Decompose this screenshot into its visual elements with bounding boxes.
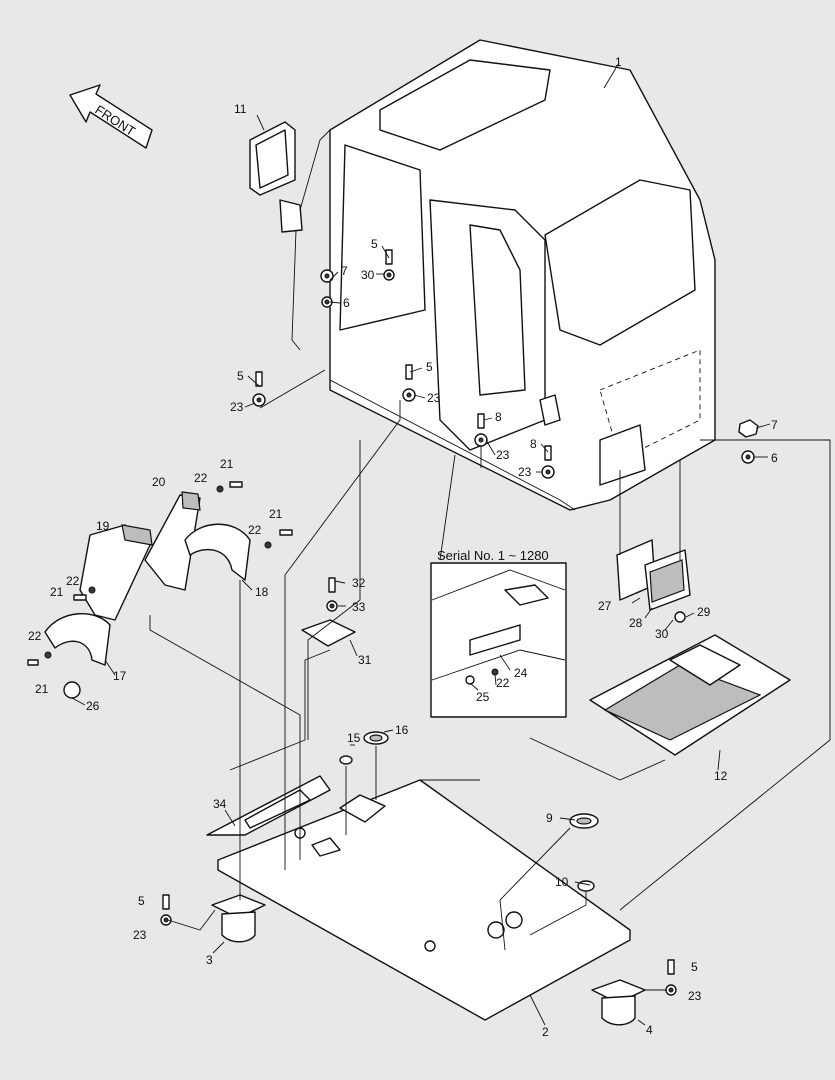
callout-5-d: 5 xyxy=(138,894,145,908)
cab-frame xyxy=(329,39,716,511)
callout-27: 27 xyxy=(598,599,612,613)
callout-23-a: 23 xyxy=(230,400,244,414)
center-bracket xyxy=(301,577,356,647)
callout-23-c: 23 xyxy=(496,448,510,462)
callout-6-a: 6 xyxy=(343,296,350,310)
serial-caption: Serial No. 1 ~ 1280 xyxy=(437,548,549,563)
callout-7-b: 7 xyxy=(771,418,778,432)
callout-22-d: 22 xyxy=(28,629,42,643)
callout-1: 1 xyxy=(615,55,622,69)
callout-32: 32 xyxy=(352,576,366,590)
callout-22-e: 22 xyxy=(496,676,510,690)
callout-22-c: 22 xyxy=(66,574,80,588)
callout-5-b: 5 xyxy=(237,369,244,383)
callout-4: 4 xyxy=(646,1023,653,1037)
cab-mounts xyxy=(160,894,677,1026)
callout-26: 26 xyxy=(86,699,100,713)
callout-23-e: 23 xyxy=(133,928,147,942)
callout-5-a: 5 xyxy=(371,237,378,251)
callout-11: 11 xyxy=(234,102,247,116)
callout-23-f: 23 xyxy=(688,989,702,1003)
cab-mount-hardware xyxy=(252,249,759,479)
callout-8-a: 8 xyxy=(495,410,502,424)
callout-22-a: 22 xyxy=(194,471,208,485)
callout-22-b: 22 xyxy=(248,523,262,537)
callout-30-b: 30 xyxy=(655,627,669,641)
callout-9: 9 xyxy=(546,811,553,825)
callout-5-e: 5 xyxy=(691,960,698,974)
callout-31: 31 xyxy=(358,653,372,667)
callout-5-c: 5 xyxy=(426,360,433,374)
callout-16: 16 xyxy=(395,723,409,737)
callout-21-c: 21 xyxy=(50,585,64,599)
callout-24: 24 xyxy=(514,666,528,680)
callout-29: 29 xyxy=(697,605,711,619)
callout-15: 15 xyxy=(347,731,361,745)
callout-2: 2 xyxy=(542,1025,549,1039)
controller-unit xyxy=(589,634,791,756)
callout-21-a: 21 xyxy=(220,457,234,471)
callout-8-b: 8 xyxy=(530,437,537,451)
callout-33: 33 xyxy=(352,600,366,614)
callout-25: 25 xyxy=(476,690,490,704)
cover-plates xyxy=(616,539,691,623)
callout-18: 18 xyxy=(255,585,269,599)
serial-detail: Serial No. 1 ~ 1280 xyxy=(430,548,567,718)
callout-30-a: 30 xyxy=(361,268,375,282)
callout-28: 28 xyxy=(629,616,643,630)
side-mirror xyxy=(249,121,331,351)
callout-7-a: 7 xyxy=(341,264,348,278)
callout-20: 20 xyxy=(152,475,166,489)
floor-hardware xyxy=(339,731,599,892)
left-console-parts xyxy=(27,481,293,699)
callout-12: 12 xyxy=(714,769,728,783)
callout-10: 10 xyxy=(555,875,569,889)
callout-21-d: 21 xyxy=(35,682,49,696)
callout-34: 34 xyxy=(213,797,227,811)
front-arrow: FRONT xyxy=(69,84,153,149)
callout-23-d: 23 xyxy=(518,465,532,479)
callout-21-b: 21 xyxy=(269,507,283,521)
callout-17: 17 xyxy=(113,669,127,683)
callout-labels: 1 2 3 4 5 5 5 5 5 6 6 7 7 8 8 9 10 11 12… xyxy=(28,55,778,1039)
leader-lines xyxy=(71,62,831,1026)
floor-plate xyxy=(206,775,631,1021)
callout-19: 19 xyxy=(96,519,110,533)
callout-3: 3 xyxy=(206,953,213,967)
callout-23-b: 23 xyxy=(427,391,441,405)
callout-6-b: 6 xyxy=(771,451,778,465)
